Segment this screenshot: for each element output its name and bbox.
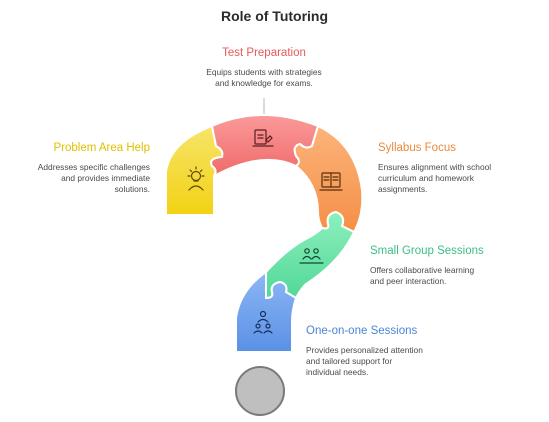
- question-mark-dot: [235, 366, 285, 416]
- tutor-student-icon: [253, 310, 273, 334]
- test-preparation-heading: Test Preparation: [222, 47, 306, 59]
- section-one-on-one-sessions: One-on-one Sessions Provides personalize…: [306, 324, 476, 378]
- group-icon: [299, 248, 324, 264]
- lightbulb-person-icon: [187, 166, 205, 191]
- puzzle-piece-one-on-one-sessions: [235, 270, 298, 353]
- syllabus-focus-description: Ensures alignment with school curriculum…: [378, 162, 492, 194]
- one-on-one-sessions-description: Provides personalized attention and tail…: [306, 345, 423, 377]
- small-group-sessions-description: Offers collaborative learning and peer i…: [370, 265, 475, 286]
- syllabus-focus-heading: Syllabus Focus: [378, 142, 456, 154]
- one-on-one-sessions-heading: One-on-one Sessions: [306, 325, 418, 337]
- section-problem-area-help: Problem Area Help Addresses specific cha…: [20, 141, 150, 195]
- open-book-icon: [319, 172, 343, 191]
- exam-paper-icon: [252, 129, 274, 147]
- test-preparation-description: Equips students with strategies and know…: [206, 67, 322, 88]
- section-small-group-sessions: Small Group Sessions Offers collaborativ…: [370, 244, 540, 287]
- section-test-preparation: Test Preparation Equips students with st…: [164, 46, 364, 89]
- small-group-sessions-heading: Small Group Sessions: [370, 245, 484, 257]
- problem-area-help-description: Addresses specific challenges and provid…: [37, 162, 150, 194]
- diagram-title: Role of Tutoring: [220, 8, 329, 24]
- section-syllabus-focus: Syllabus Focus Ensures alignment with sc…: [378, 141, 538, 195]
- problem-area-help-heading: Problem Area Help: [53, 142, 150, 154]
